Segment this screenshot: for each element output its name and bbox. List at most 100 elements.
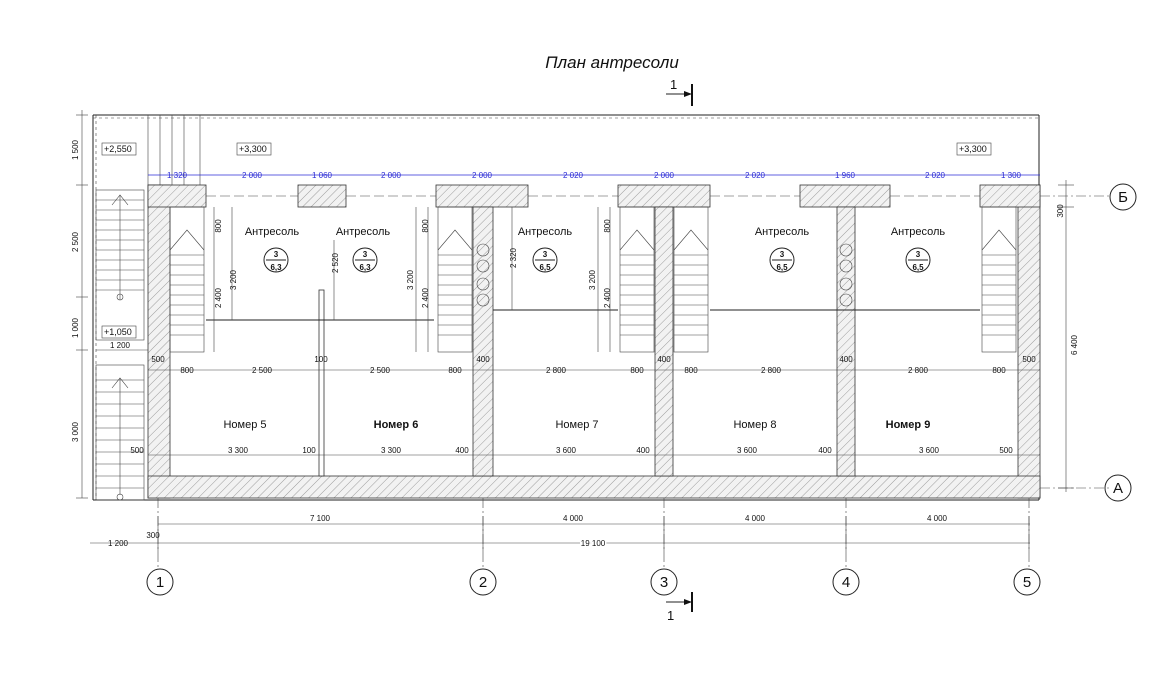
mezzanine-1: Антресоль 3 6,3 (245, 226, 300, 273)
dim-label: 2 500 (71, 231, 80, 252)
dim-label: 1 000 (71, 317, 80, 338)
dim-label: 800 (992, 366, 1006, 375)
mezzanine-2: Антресоль 3 6,3 (336, 226, 390, 273)
dim-label: 800 (630, 366, 644, 375)
room-label: Номер 5 (223, 419, 266, 431)
dim-label: 2 800 (546, 366, 567, 375)
dim-label: 2 020 (563, 171, 584, 180)
lower-dimension-chain: 500 3 300 100 3 300 400 3 600 400 3 600 … (130, 446, 1040, 456)
inner-vertical-dims: 800 3 200 2 400 2 520 3 200 800 2 400 2 … (213, 207, 612, 352)
dim-label: 2 000 (654, 171, 675, 180)
dim-label: 1 320 (167, 171, 188, 180)
axis-column-label: 5 (1023, 574, 1031, 591)
dim-label: 2 800 (761, 366, 782, 375)
dim-label: 2 000 (242, 171, 263, 180)
mezzanine-area: 6,3 (270, 263, 282, 272)
mezzanine-area: 6,5 (912, 263, 924, 272)
section-mark-top: 1 (666, 77, 693, 106)
dim-label: 1 500 (71, 139, 80, 160)
dim-label: 2 500 (370, 366, 391, 375)
elevation-label: +3,300 (239, 144, 267, 154)
room-label: Номер 6 (374, 419, 419, 431)
mezzanine-label: Антресоль (245, 226, 300, 238)
dim-label: 1 060 (312, 171, 333, 180)
dim-label: 3 300 (381, 446, 402, 455)
dim-label: 2 500 (252, 366, 273, 375)
section-mark-top-label: 1 (670, 77, 677, 92)
dim-label: 2 400 (421, 287, 430, 308)
dim-label: 800 (603, 219, 612, 233)
column-axes: 1 2 3 4 5 (146, 498, 1041, 596)
dim-label: 2 000 (472, 171, 493, 180)
axis-column-label: 3 (660, 574, 668, 591)
mezzanine-5: Антресоль 3 6,5 (891, 226, 946, 273)
dim-label: 400 (818, 446, 832, 455)
elevation-label: +2,550 (104, 144, 132, 154)
dim-label: 2 320 (509, 247, 518, 268)
mezzanine-4: Антресоль 3 6,5 (755, 226, 809, 273)
dim-label: 400 (636, 446, 650, 455)
dim-label: 800 (214, 219, 223, 233)
axis-row-label: Б (1118, 189, 1128, 206)
mezzanine-labels: Антресоль 3 6,3 Антресоль 3 6,3 Антресол… (245, 226, 946, 273)
elevation-marks: +2,550 +3,300 +3,300 +1,050 (101, 142, 992, 339)
dim-label: 2 520 (331, 252, 340, 273)
mezzanine-area: 6,3 (359, 263, 371, 272)
dim-label: 400 (455, 446, 469, 455)
dim-label: 3 200 (229, 269, 238, 290)
dim-label: 500 (130, 446, 144, 455)
dim-label: 2 020 (745, 171, 766, 180)
dim-label: 1 300 (1001, 171, 1022, 180)
dim-label: 2 400 (603, 287, 612, 308)
dim-label: 400 (476, 355, 490, 364)
dim-label: 6 400 (1070, 334, 1079, 355)
axis-column-label: 2 (479, 574, 487, 591)
dim-label: 300 (146, 531, 160, 540)
mezzanine-area: 6,5 (539, 263, 551, 272)
elevation-label: +3,300 (959, 144, 987, 154)
mezzanine-label: Антресоль (891, 226, 946, 238)
dim-label: 2 020 (925, 171, 946, 180)
axis-row-label: А (1113, 480, 1123, 497)
dim-label: 400 (657, 355, 671, 364)
pipes (476, 243, 853, 307)
row-axes: Б А (1040, 183, 1137, 502)
dim-label: 3 600 (556, 446, 577, 455)
elevation-label: +1,050 (104, 327, 132, 337)
dim-label: 2 000 (381, 171, 402, 180)
bottom-dimension-chain: 7 100 4 000 4 000 4 000 19 100 1 200 300 (90, 514, 1030, 552)
dim-label: 4 000 (927, 514, 948, 523)
dim-label: 500 (999, 446, 1013, 455)
dim-label: 100 (302, 446, 316, 455)
dim-label: 1 200 (110, 341, 131, 350)
dim-label: 3 200 (588, 269, 597, 290)
mezzanine-num: 3 (780, 250, 785, 259)
mezzanine-3: Антресоль 3 6,5 (518, 226, 573, 273)
dim-label: 400 (839, 355, 853, 364)
mezzanine-num: 3 (916, 250, 921, 259)
dim-label: 3 600 (737, 446, 758, 455)
room-label: Номер 7 (555, 419, 598, 431)
top-dimension-chain: 1 320 2 000 1 060 2 000 2 000 2 020 2 00… (148, 171, 1040, 180)
mezzanine-label: Антресоль (518, 226, 573, 238)
dim-label: 500 (151, 355, 165, 364)
external-stair (95, 115, 201, 501)
axis-column-label: 4 (842, 574, 850, 591)
dim-label: 800 (180, 366, 194, 375)
room-label: Номер 9 (886, 419, 931, 431)
dim-label: 800 (421, 219, 430, 233)
inner-stairs (169, 206, 1017, 353)
mezzanine-area: 6,5 (776, 263, 788, 272)
outer-walls (147, 184, 1041, 499)
dim-label: 3 600 (919, 446, 940, 455)
dim-label: 500 (1022, 355, 1036, 364)
dim-label: 100 (314, 355, 328, 364)
middle-dimension-chain: 500 800 2 500 100 2 500 800 400 2 800 80… (148, 355, 1040, 375)
room-label: Номер 8 (733, 419, 776, 431)
dim-label: 2 800 (908, 366, 929, 375)
dim-label: 3 300 (228, 446, 249, 455)
dim-label: 1 960 (835, 171, 856, 180)
mezzanine-num: 3 (543, 250, 548, 259)
dim-label: 2 400 (214, 287, 223, 308)
